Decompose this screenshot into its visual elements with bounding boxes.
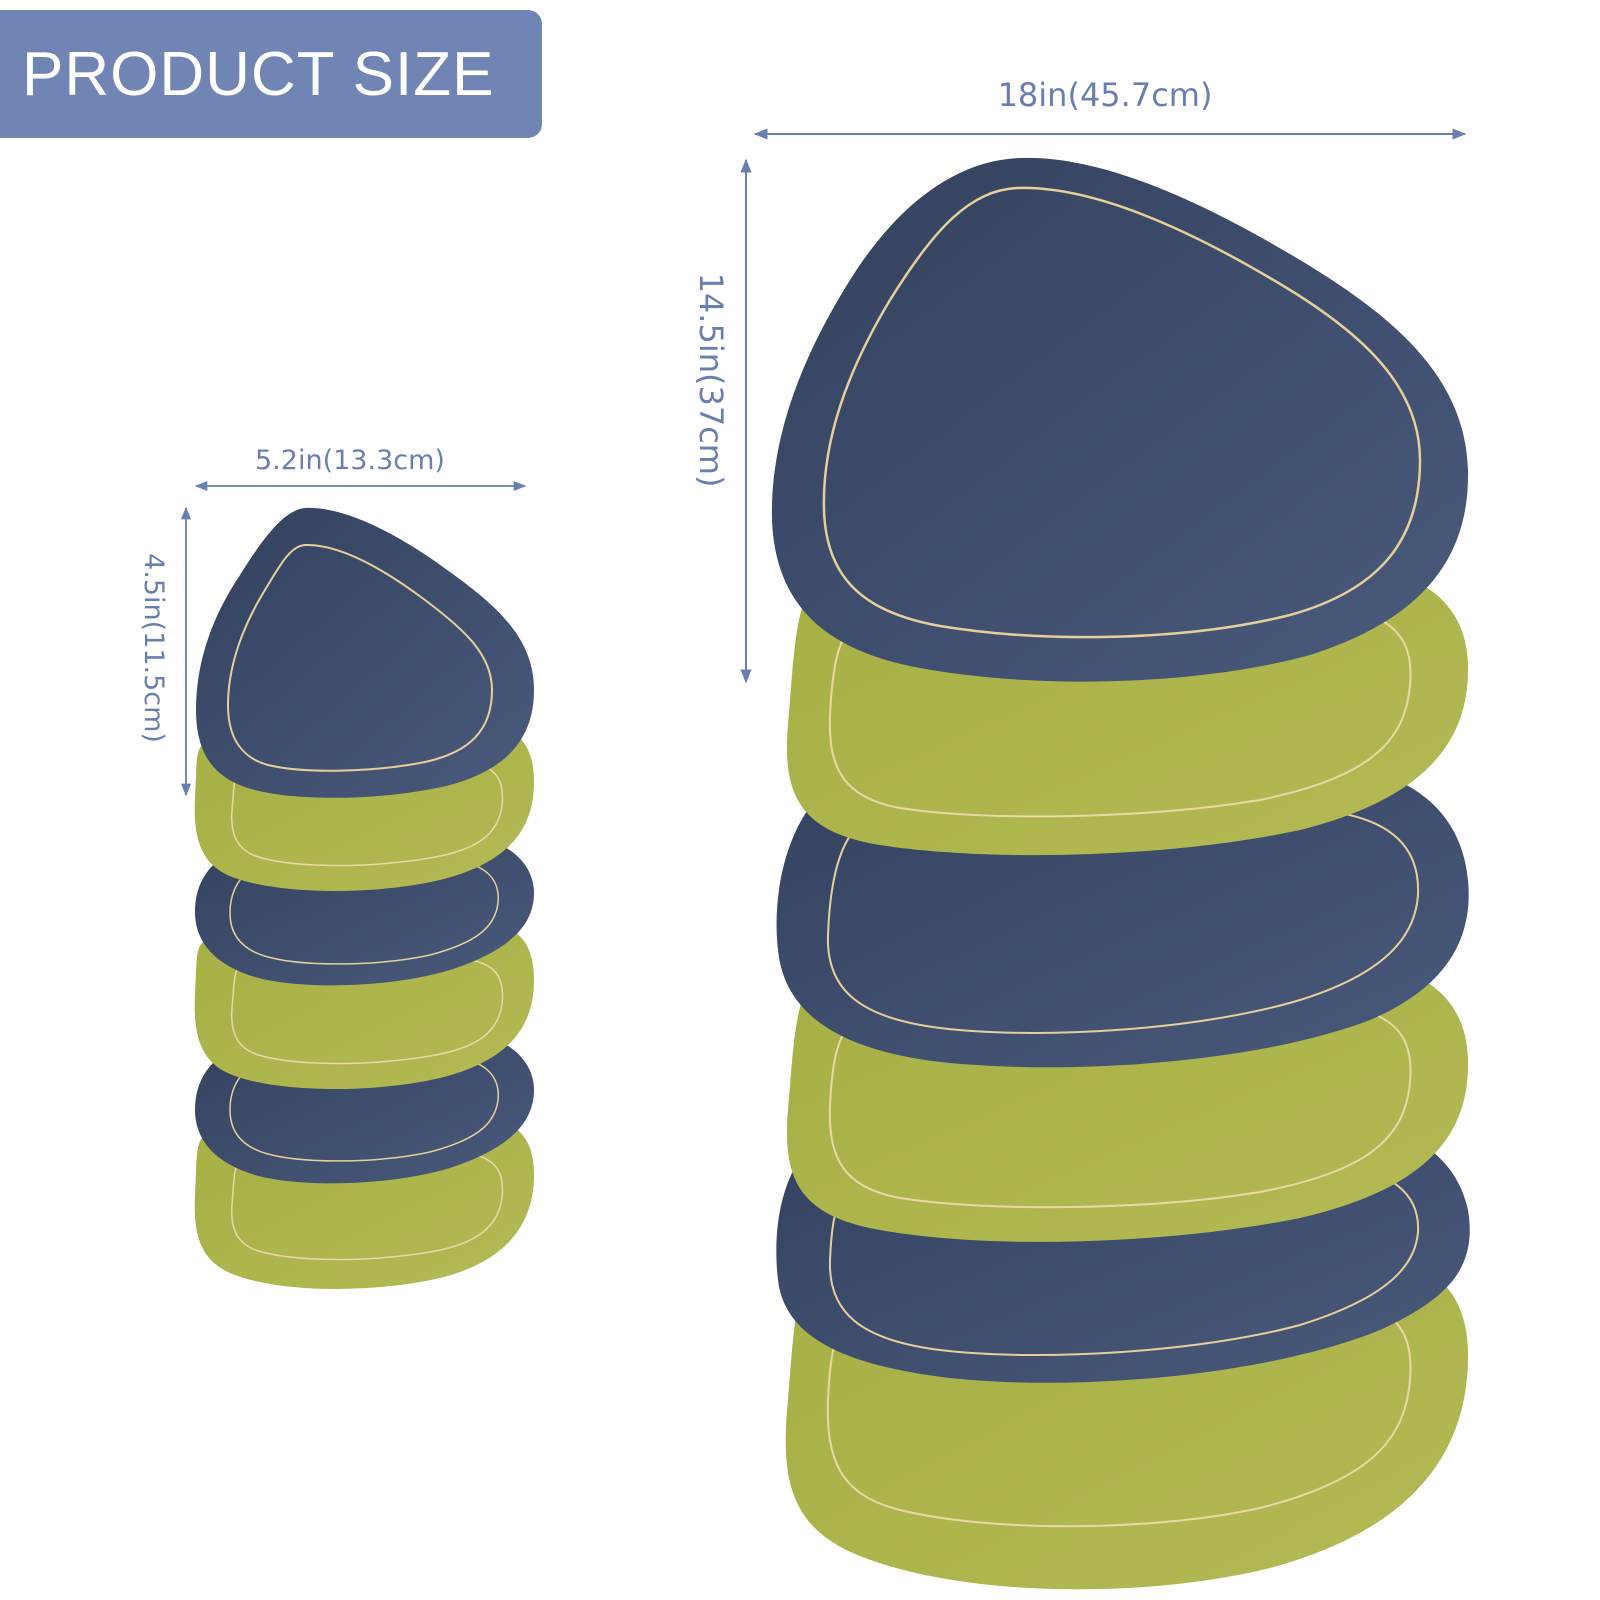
placemat-height-label: 14.5in(37cm) <box>692 273 730 488</box>
coaster-height-dimension: 4.5in(11.5cm) <box>138 506 192 797</box>
placemat-height-dimension: 14.5in(37cm) <box>692 158 752 684</box>
coaster-width-dimension: 5.2in(13.3cm) <box>194 445 527 492</box>
coaster-width-label: 5.2in(13.3cm) <box>255 445 445 476</box>
coaster-height-label: 4.5in(11.5cm) <box>138 553 169 743</box>
coaster-stack <box>194 507 534 1289</box>
coaster-navy-top <box>196 507 534 798</box>
placemat-stack <box>771 157 1470 1590</box>
placemat-navy-top <box>771 157 1469 682</box>
placemat-width-dimension: 18in(45.7cm) <box>753 76 1467 140</box>
banner-title: PRODUCT SIZE <box>22 39 495 109</box>
product-size-banner: PRODUCT SIZE <box>0 10 542 138</box>
placemat-width-label: 18in(45.7cm) <box>998 76 1213 114</box>
